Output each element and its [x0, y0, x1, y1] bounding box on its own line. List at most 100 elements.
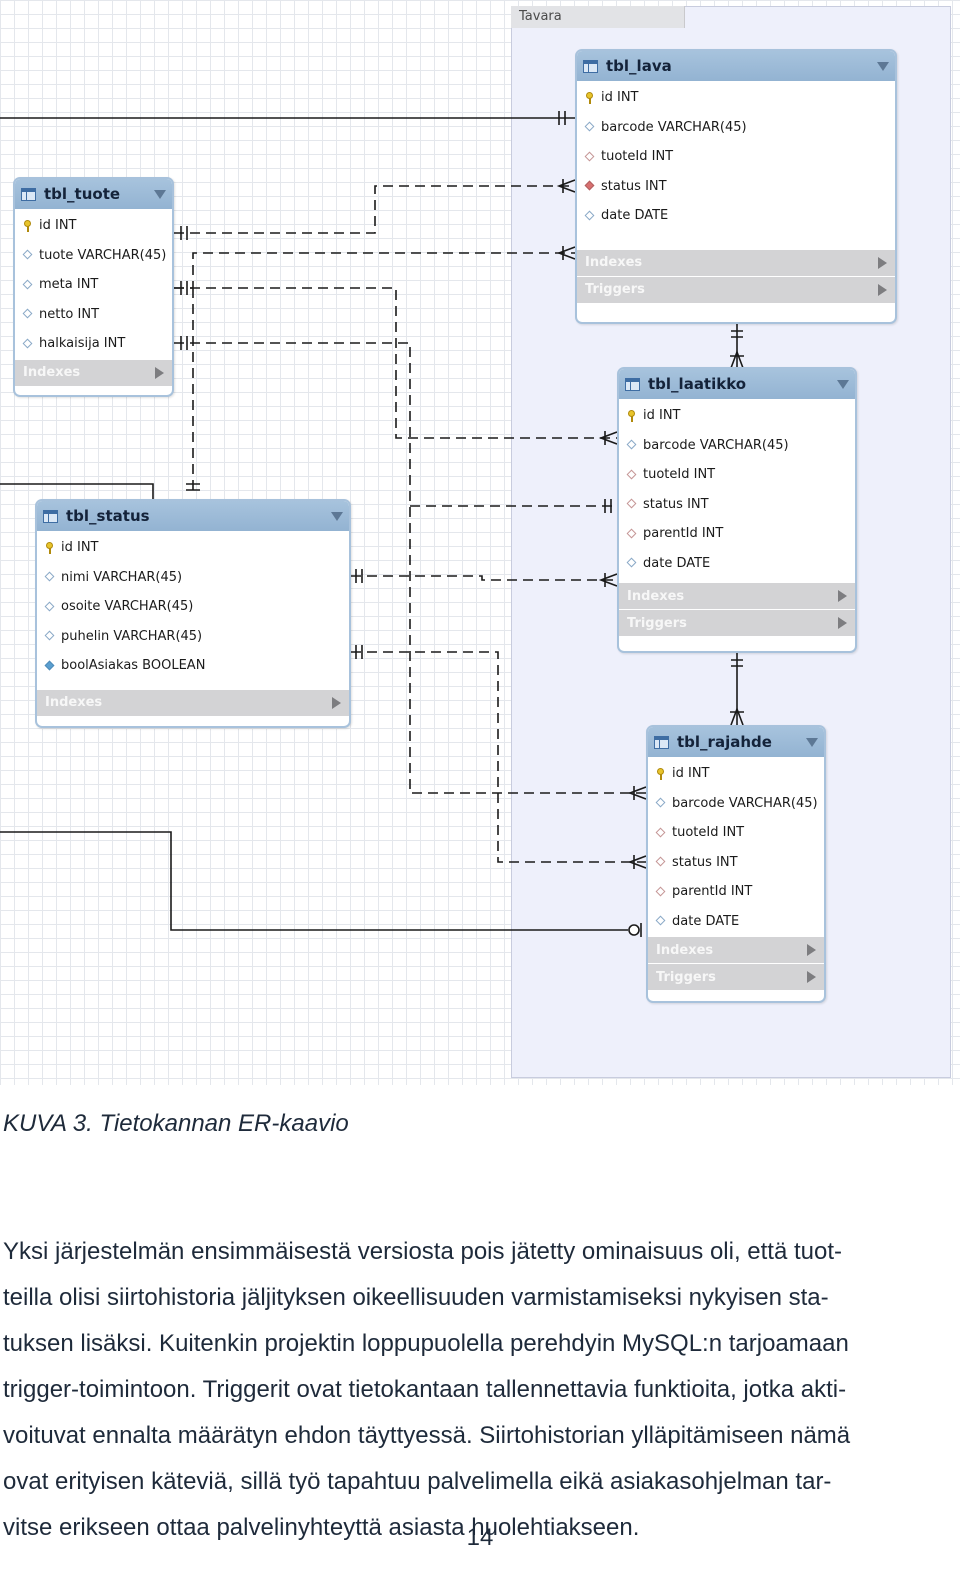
table-icon: [583, 59, 598, 73]
layer-label: Tavara: [511, 6, 685, 28]
column-label: id INT: [61, 540, 99, 556]
triggers-section[interactable]: Triggers: [619, 609, 855, 636]
connector-status-rajahde: [351, 651, 646, 863]
table-name: tbl_laatikko: [648, 375, 747, 393]
expand-arrow-icon[interactable]: [155, 366, 164, 379]
table-tbl-lava[interactable]: tbl_lava id INT barcode VARCHAR(45) tuot…: [575, 49, 897, 324]
column-row[interactable]: osoite VARCHAR(45): [37, 592, 349, 622]
table-name: tbl_lava: [606, 57, 672, 75]
column-label: status INT: [672, 854, 738, 870]
expand-arrow-icon[interactable]: [838, 617, 847, 629]
collapse-arrow-icon[interactable]: [877, 61, 889, 71]
column-label: id INT: [39, 218, 77, 234]
column-row[interactable]: status INT: [619, 490, 855, 520]
column-row[interactable]: status INT: [577, 172, 895, 202]
column-row[interactable]: halkaisija INT: [15, 329, 172, 359]
table-header[interactable]: tbl_lava: [577, 51, 895, 81]
expand-arrow-icon[interactable]: [878, 283, 887, 296]
column-row[interactable]: status INT: [648, 848, 824, 878]
collapse-arrow-icon[interactable]: [331, 511, 343, 521]
expand-arrow-icon[interactable]: [332, 696, 341, 709]
indexes-section[interactable]: Indexes: [648, 936, 824, 963]
table-icon: [43, 509, 58, 523]
column-label: id INT: [643, 408, 681, 424]
column-label: id INT: [601, 90, 639, 106]
table-header[interactable]: tbl_rajahde: [648, 727, 824, 757]
triggers-section[interactable]: Triggers: [648, 963, 824, 990]
column-label: tuoteId INT: [672, 825, 745, 841]
table-tbl-laatikko[interactable]: tbl_laatikko id INT barcode VARCHAR(45) …: [617, 367, 857, 653]
expand-arrow-icon[interactable]: [878, 256, 887, 269]
column-row[interactable]: tuoteId INT: [577, 142, 895, 172]
column-row[interactable]: date DATE: [648, 907, 824, 937]
foreign-key-icon: [655, 856, 666, 868]
column-label: status INT: [601, 178, 667, 194]
indexes-section[interactable]: Indexes: [619, 582, 855, 609]
column-row[interactable]: parentId INT: [619, 519, 855, 549]
primary-key-icon: [22, 219, 33, 232]
column-row[interactable]: id INT: [619, 401, 855, 431]
column-row[interactable]: id INT: [15, 211, 172, 241]
indexes-label: Indexes: [585, 255, 643, 270]
column-row[interactable]: date DATE: [577, 201, 895, 231]
column-row[interactable]: netto INT: [15, 300, 172, 330]
table-icon: [625, 377, 640, 391]
column-row[interactable]: id INT: [577, 83, 895, 113]
table-icon: [654, 735, 669, 749]
expand-arrow-icon[interactable]: [838, 590, 847, 602]
indexes-section[interactable]: Indexes: [37, 688, 349, 716]
column-row[interactable]: tuoteId INT: [619, 460, 855, 490]
column-row[interactable]: id INT: [648, 759, 824, 789]
column-label: barcode VARCHAR(45): [643, 437, 789, 453]
column-row[interactable]: nimi VARCHAR(45): [37, 563, 349, 593]
column-icon: [22, 338, 33, 350]
column-row[interactable]: tuote VARCHAR(45): [15, 241, 172, 271]
indexes-section[interactable]: Indexes: [15, 358, 172, 386]
column-row[interactable]: date DATE: [619, 549, 855, 579]
column-row[interactable]: parentId INT: [648, 877, 824, 907]
column-row[interactable]: puhelin VARCHAR(45): [37, 622, 349, 652]
table-header[interactable]: tbl_laatikko: [619, 369, 855, 399]
table-tbl-tuote[interactable]: tbl_tuote id INT tuote VARCHAR(45) meta …: [13, 177, 174, 397]
collapse-arrow-icon[interactable]: [837, 379, 849, 389]
column-label: parentId INT: [643, 526, 724, 542]
table-header[interactable]: tbl_tuote: [15, 179, 172, 209]
table-tbl-rajahde[interactable]: tbl_rajahde id INT barcode VARCHAR(45) t…: [646, 725, 826, 1003]
column-row[interactable]: id INT: [37, 533, 349, 563]
table-name: tbl_rajahde: [677, 733, 772, 751]
column-label: meta INT: [39, 277, 99, 293]
column-icon: [626, 439, 637, 451]
column-label: nimi VARCHAR(45): [61, 569, 183, 585]
table-header[interactable]: tbl_status: [37, 501, 349, 531]
column-list: id INT barcode VARCHAR(45) tuoteId INT s…: [577, 81, 895, 231]
collapse-arrow-icon[interactable]: [806, 737, 818, 747]
column-row[interactable]: tuoteId INT: [648, 818, 824, 848]
column-icon: [584, 210, 595, 222]
er-diagram-canvas: Tavara: [0, 0, 960, 1085]
column-icon: [626, 557, 637, 569]
table-tbl-status[interactable]: tbl_status id INT nimi VARCHAR(45) osoit…: [35, 499, 351, 728]
table-name: tbl_status: [66, 507, 150, 525]
column-label: id INT: [672, 766, 710, 782]
expand-arrow-icon[interactable]: [807, 971, 816, 983]
column-list: id INT barcode VARCHAR(45) tuoteId INT s…: [619, 399, 855, 578]
foreign-key-icon: [626, 469, 637, 481]
triggers-section[interactable]: Triggers: [577, 275, 895, 303]
column-label: tuoteId INT: [601, 149, 674, 165]
column-filled-icon: [44, 660, 55, 672]
primary-key-icon: [44, 541, 55, 554]
column-row[interactable]: barcode VARCHAR(45): [577, 113, 895, 143]
column-row[interactable]: boolAsiakas BOOLEAN: [37, 651, 349, 681]
expand-arrow-icon[interactable]: [807, 944, 816, 956]
column-row[interactable]: barcode VARCHAR(45): [648, 789, 824, 819]
collapse-arrow-icon[interactable]: [154, 189, 166, 199]
column-row[interactable]: barcode VARCHAR(45): [619, 431, 855, 461]
column-icon: [44, 630, 55, 642]
indexes-label: Indexes: [627, 588, 685, 604]
body-line: ovat erityisen käteviä, sillä työ tapaht…: [3, 1468, 832, 1495]
connector-status-laatikko: [351, 575, 617, 581]
connector-tuote-laatikko: [174, 287, 617, 439]
indexes-section[interactable]: Indexes: [577, 248, 895, 276]
column-row[interactable]: meta INT: [15, 270, 172, 300]
column-icon: [44, 571, 55, 583]
